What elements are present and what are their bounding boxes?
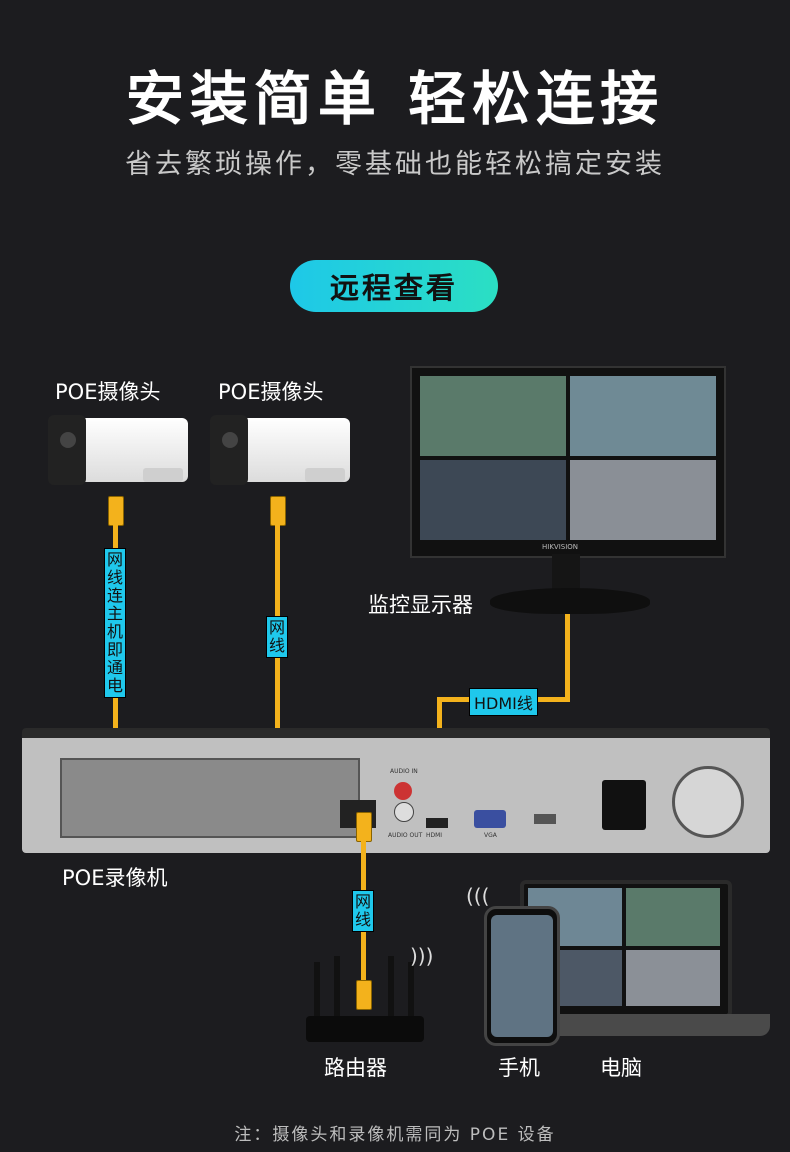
camera2-image: [210, 410, 350, 488]
monitor-label: 监控显示器: [368, 593, 473, 617]
wifi-icon: (((: [466, 884, 490, 908]
usb-port: [534, 814, 556, 824]
hdmi-port: [426, 818, 448, 828]
camera1-image: [48, 410, 188, 488]
hdmi-port-label: HDMI: [426, 832, 443, 839]
audio-in-label: AUDIO IN: [390, 768, 418, 775]
router-image: [300, 950, 430, 1045]
rj45-plug: [270, 496, 286, 526]
wifi-icon: ))): [410, 944, 434, 968]
footnote: 注：摄像头和录像机需同为 POE 设备: [234, 1125, 556, 1145]
audio-in-port: [394, 782, 412, 800]
monitor-stand: [490, 588, 650, 614]
monitor: HIKVISION: [410, 366, 726, 558]
router-label: 路由器: [324, 1056, 387, 1080]
laptop-base: [500, 1014, 770, 1036]
nvr-label: POE录像机: [62, 866, 168, 890]
camera2-label: POE摄像头: [218, 380, 324, 404]
camera2-cable-tag: 网线: [266, 616, 288, 658]
remote-view-badge: 远程查看: [290, 260, 498, 312]
power-socket: [602, 780, 646, 830]
nvr: AUDIO IN AUDIO OUT HDMI VGA: [22, 728, 770, 853]
fan-icon: [672, 766, 744, 838]
camera1-cable-tag: 网线连主机即通电: [104, 548, 126, 698]
hdmi-cable: [565, 614, 570, 700]
page-title: 安装简单 轻松连接: [125, 65, 665, 133]
vga-port-label: VGA: [484, 832, 497, 839]
rj45-plug: [108, 496, 124, 526]
page-subtitle: 省去繁琐操作，零基础也能轻松搞定安装: [125, 149, 665, 180]
phone-label: 手机: [498, 1056, 540, 1080]
hdmi-cable-tag: HDMI线: [469, 688, 538, 716]
audio-out-port: [394, 802, 414, 822]
camera1-label: POE摄像头: [55, 380, 161, 404]
monitor-brand: HIKVISION: [542, 543, 579, 551]
poe-port-block: [60, 758, 360, 838]
rj45-plug: [356, 812, 372, 842]
router-cable-tag: 网线: [352, 890, 374, 932]
pc-label: 电脑: [600, 1056, 642, 1080]
phone-image: [484, 906, 560, 1046]
vga-port: [474, 810, 506, 828]
monitor-neck: [552, 554, 580, 594]
audio-out-label: AUDIO OUT: [388, 832, 423, 839]
rj45-plug: [356, 980, 372, 1010]
